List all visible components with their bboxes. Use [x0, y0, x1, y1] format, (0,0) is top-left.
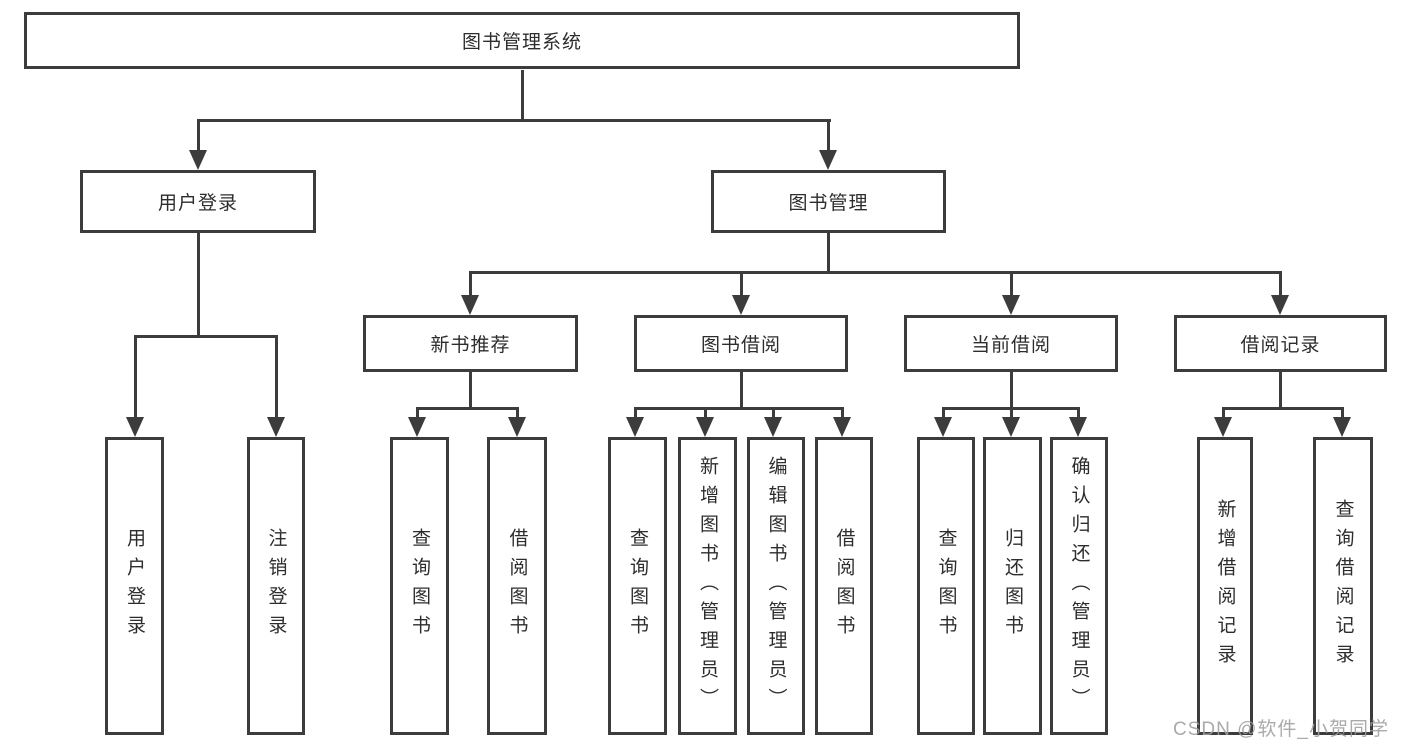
arrowhead-down-icon	[267, 417, 285, 437]
connector-line	[469, 271, 472, 297]
connector-line	[827, 233, 830, 274]
connector-line	[827, 119, 830, 152]
leaf-return-book: 归还图书	[983, 437, 1042, 735]
leaf-borrow-books-1: 借阅图书	[487, 437, 547, 735]
leaf-query-books-1: 查询图书	[390, 437, 449, 735]
arrowhead-down-icon	[126, 417, 144, 437]
node-book-management: 图书管理	[711, 170, 946, 233]
connector-line	[634, 407, 844, 410]
leaf-user-login: 用户登录	[105, 437, 164, 735]
connector-line	[1010, 407, 1013, 419]
connector-line	[1010, 271, 1013, 297]
arrowhead-down-icon	[1271, 295, 1289, 315]
connector-line	[1222, 407, 1225, 419]
leaf-query-books-3: 查询图书	[917, 437, 975, 735]
leaf-add-book-admin: 新增图书（管理员）	[678, 437, 737, 735]
arrowhead-down-icon	[626, 417, 644, 437]
leaf-borrow-books-2: 借阅图书	[815, 437, 873, 735]
connector-line	[1279, 271, 1282, 297]
leaf-query-books-2: 查询图书	[608, 437, 667, 735]
node-book-borrow: 图书借阅	[634, 315, 848, 372]
arrowhead-down-icon	[408, 417, 426, 437]
connector-line	[197, 233, 200, 338]
connector-line	[634, 407, 637, 419]
arrowhead-down-icon	[934, 417, 952, 437]
node-new-book-recommend: 新书推荐	[363, 315, 578, 372]
connector-line	[1010, 372, 1013, 410]
node-borrow-records: 借阅记录	[1174, 315, 1387, 372]
connector-line	[134, 335, 137, 419]
arrowhead-down-icon	[696, 417, 714, 437]
connector-line	[1077, 407, 1080, 419]
arrowhead-down-icon	[1214, 417, 1232, 437]
connector-line	[740, 271, 743, 297]
node-user-login: 用户登录	[80, 170, 316, 233]
connector-line	[1341, 407, 1344, 419]
connector-line	[197, 119, 200, 152]
connector-line	[1279, 372, 1282, 410]
connector-line	[521, 70, 524, 121]
connector-line	[704, 407, 707, 419]
arrowhead-down-icon	[508, 417, 526, 437]
leaf-add-borrow-record: 新增借阅记录	[1197, 437, 1253, 735]
arrowhead-down-icon	[461, 295, 479, 315]
arrowhead-down-icon	[189, 150, 207, 170]
connector-line	[134, 335, 278, 338]
csdn-watermark: CSDN @软件_小贺同学	[1173, 719, 1389, 740]
connector-line	[275, 335, 278, 419]
arrowhead-down-icon	[1069, 417, 1087, 437]
arrowhead-down-icon	[732, 295, 750, 315]
connector-line	[1222, 407, 1344, 410]
arrowhead-down-icon	[1333, 417, 1351, 437]
connector-line	[469, 271, 1282, 274]
connector-line	[469, 372, 472, 410]
node-current-borrow: 当前借阅	[904, 315, 1118, 372]
connector-line	[516, 407, 519, 419]
arrowhead-down-icon	[764, 417, 782, 437]
connector-line	[772, 407, 775, 419]
arrowhead-down-icon	[1002, 295, 1020, 315]
arrowhead-down-icon	[1002, 417, 1020, 437]
leaf-edit-book-admin: 编辑图书（管理员）	[747, 437, 805, 735]
connector-line	[841, 407, 844, 419]
leaf-logout: 注销登录	[247, 437, 305, 735]
leaf-query-borrow-record: 查询借阅记录	[1313, 437, 1373, 735]
arrowhead-down-icon	[833, 417, 851, 437]
node-root: 图书管理系统	[24, 12, 1020, 69]
connector-line	[416, 407, 519, 410]
connector-line	[740, 372, 743, 410]
arrowhead-down-icon	[819, 150, 837, 170]
connector-line	[942, 407, 945, 419]
leaf-confirm-return-admin: 确认归还（管理员）	[1050, 437, 1108, 735]
connector-line	[416, 407, 419, 419]
connector-line	[197, 119, 831, 122]
